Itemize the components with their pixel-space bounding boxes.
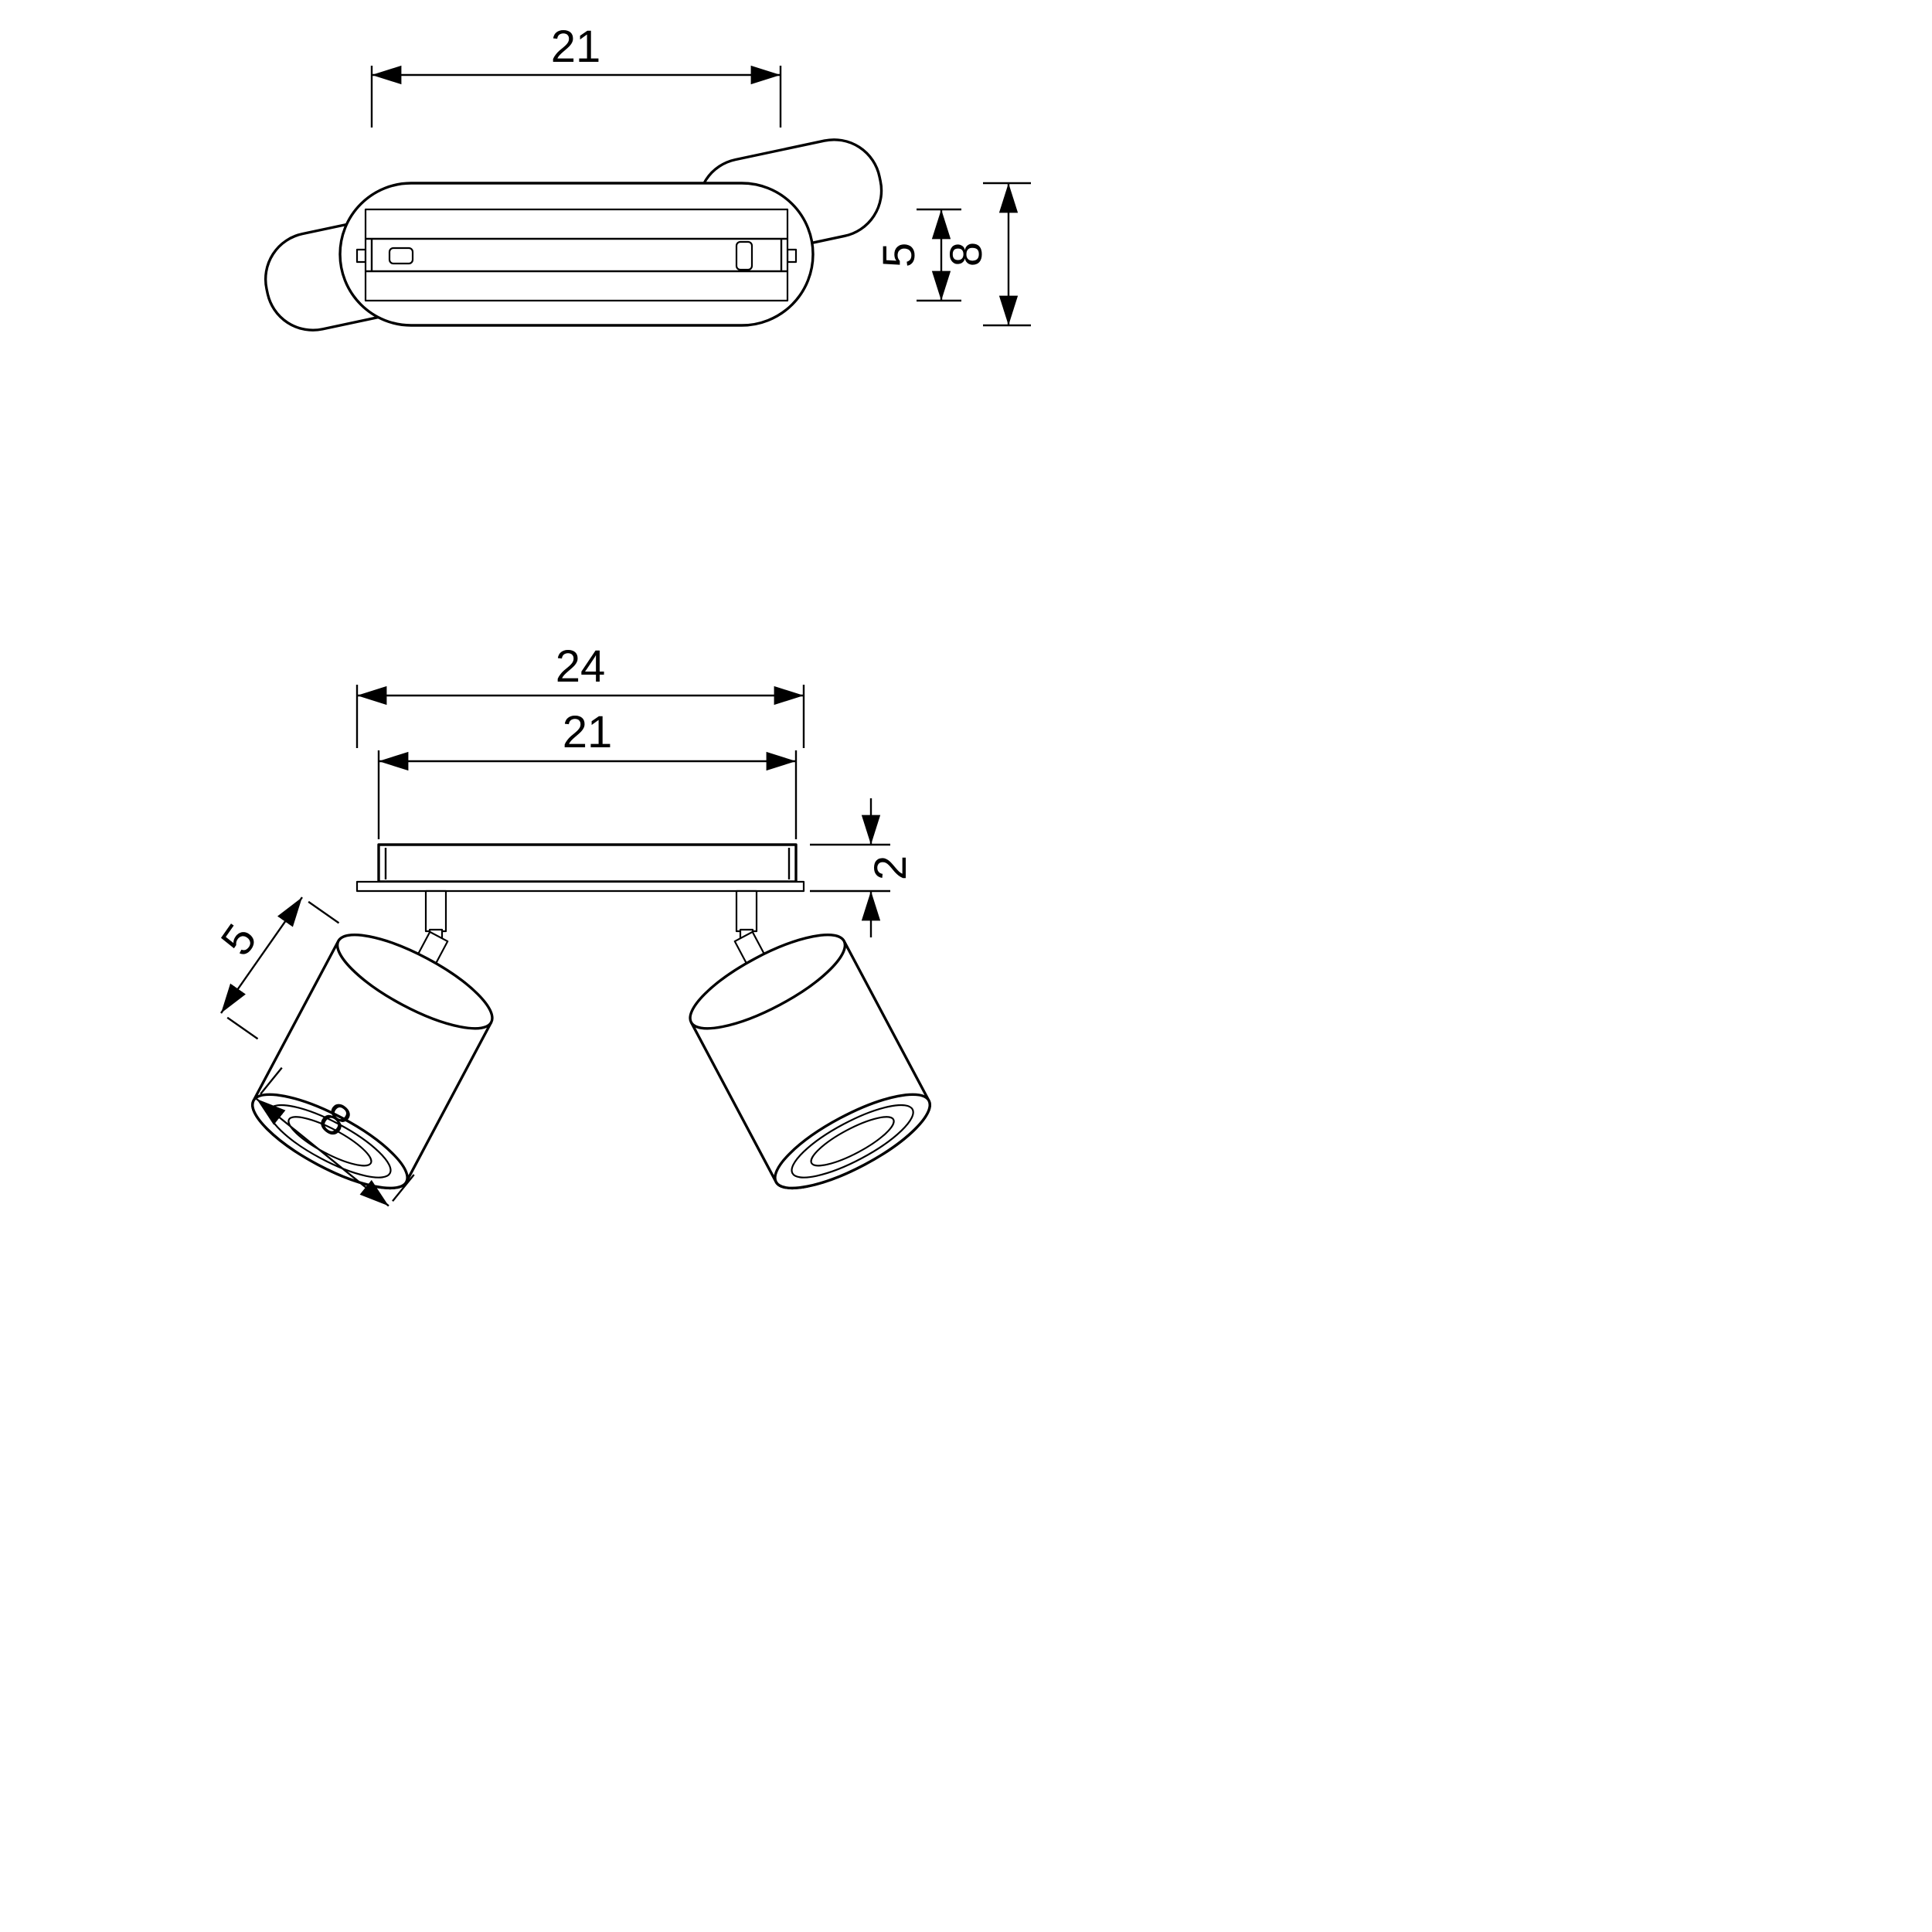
extension-line [308, 900, 340, 924]
dim-label-head-height: 5 [211, 915, 267, 964]
right-spot-head [689, 930, 931, 1190]
top-view-dim-outer-depth: 8 [941, 182, 1031, 327]
dimension-line [220, 896, 303, 1014]
top-view-left-screw [355, 248, 367, 264]
top-view-dim-inner-depth: 5 [874, 208, 961, 302]
right-spot-back-cap [689, 933, 847, 1030]
dim-label-front-plate-height: 2 [866, 855, 916, 880]
front-view-right-spotlight [689, 889, 931, 1190]
front-view-base-plate [355, 880, 805, 893]
top-view-dim-width: 21 [370, 22, 782, 128]
extension-line [226, 1016, 259, 1040]
left-spot-back-cap [335, 933, 494, 1030]
top-view: 21 5 8 [264, 22, 1031, 332]
dim-label-top-outer-depth: 8 [941, 242, 992, 267]
extension-line [260, 1066, 283, 1095]
right-spot-lens [810, 1116, 895, 1167]
dim-label-front-plate-width: 21 [563, 707, 613, 757]
front-view-dim-plate-width: 21 [377, 707, 798, 839]
dim-label-front-overall-width: 24 [556, 641, 606, 692]
left-spot-stem [424, 889, 447, 933]
top-view-inner-frame [364, 208, 789, 302]
front-view-dim-overall-width: 24 [355, 641, 805, 748]
dim-label-top-width: 21 [551, 22, 601, 72]
top-view-right-slot [735, 240, 753, 271]
top-view-right-screw [786, 248, 798, 264]
top-view-left-slot [388, 247, 414, 265]
dimension-line [256, 1098, 389, 1207]
front-view-left-spotlight [251, 889, 494, 1190]
dim-label-top-inner-depth: 5 [874, 243, 924, 267]
front-view-dim-plate-height: 2 [810, 798, 916, 937]
left-spot-head [251, 930, 494, 1190]
front-view: 24 21 2 [211, 641, 931, 1207]
front-view-mounting-bar [377, 843, 798, 883]
extension-line [392, 1174, 415, 1202]
right-spot-stem [735, 889, 758, 933]
